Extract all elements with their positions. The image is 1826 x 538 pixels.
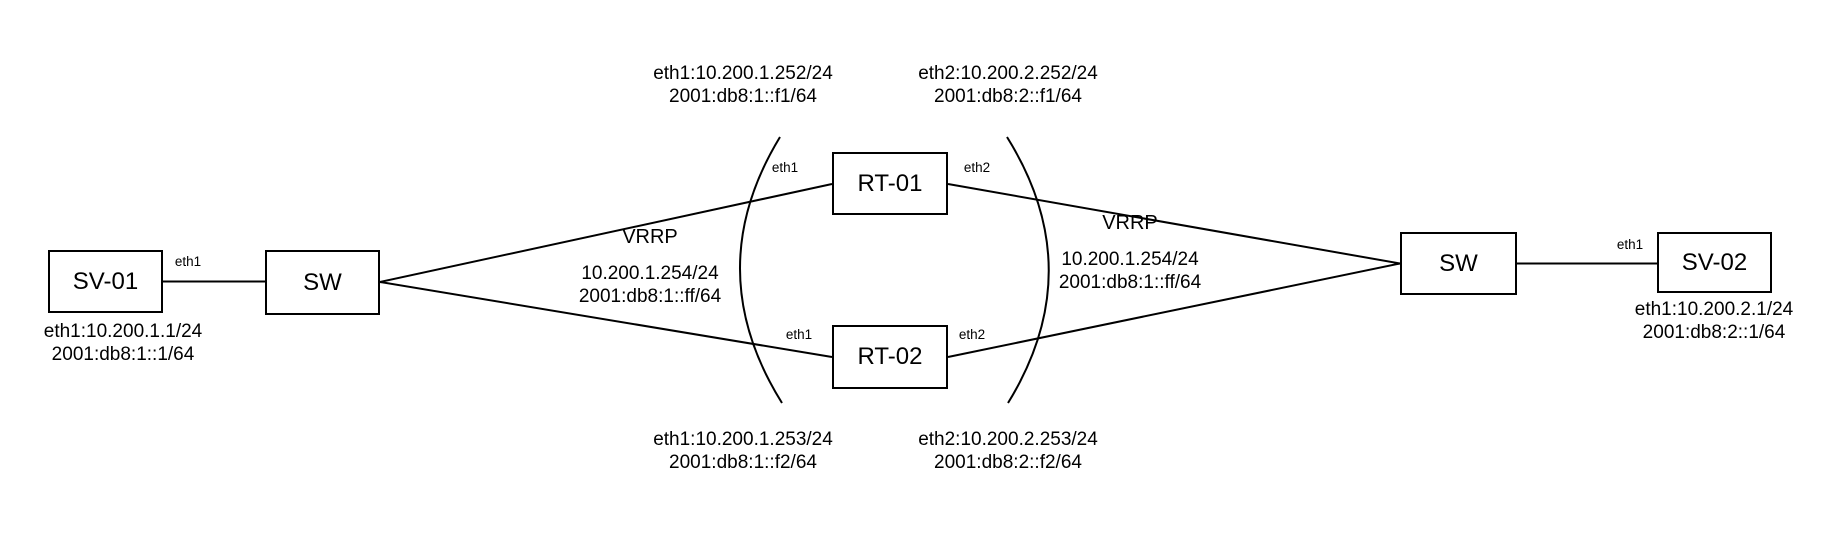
node-sv02: SV-02 <box>1657 232 1772 293</box>
port-label-rt01-eth1: eth1 <box>771 160 799 175</box>
node-rt01: RT-01 <box>832 152 948 215</box>
node-sv01: SV-01 <box>48 250 163 313</box>
link-rt02-sw-right <box>947 262 1401 358</box>
vrrp-annotation-right: VRRP 10.200.1.254/24 2001:db8:1::ff/64 <box>1059 211 1201 294</box>
node-sw-right-label: SW <box>1439 249 1478 277</box>
port-label-sv02-eth1: eth1 <box>1616 237 1644 252</box>
rt02-eth1-address: eth1:10.200.1.253/24 2001:db8:1::f2/64 <box>653 428 833 474</box>
rt02-eth1-ipv6: 2001:db8:1::f2/64 <box>669 452 817 473</box>
port-label-sv01-eth1: eth1 <box>174 254 202 269</box>
vrrp-group-arc-right <box>1006 136 1050 404</box>
vrrp-group-arc-left <box>739 136 783 404</box>
sv02-address: eth1:10.200.2.1/24 2001:db8:2::1/64 <box>1635 298 1793 344</box>
link-rt01-sw-right <box>947 183 1401 265</box>
sv01-ipv6: 2001:db8:1::1/64 <box>51 344 195 365</box>
vrrp-left-title: VRRP <box>622 226 678 248</box>
sv02-ipv6: 2001:db8:2::1/64 <box>1642 322 1786 343</box>
node-sw-right: SW <box>1400 232 1517 295</box>
rt02-eth2-ipv6: 2001:db8:2::f2/64 <box>934 452 1082 473</box>
node-rt02-label: RT-02 <box>857 343 923 370</box>
vrrp-right-ipv6: 2001:db8:1::ff/64 <box>1058 272 1202 293</box>
node-sv01-label: SV-01 <box>72 267 139 295</box>
node-sw-left: SW <box>265 250 380 315</box>
rt02-eth2-ipv4: eth2:10.200.2.253/24 <box>918 429 1098 450</box>
node-sv02-label: SV-02 <box>1681 248 1748 276</box>
vrrp-left-ipv4: 10.200.1.254/24 <box>581 263 719 284</box>
vrrp-right-ipv4: 10.200.1.254/24 <box>1061 249 1199 270</box>
sv01-address: eth1:10.200.1.1/24 2001:db8:1::1/64 <box>44 320 202 366</box>
port-label-rt02-eth2: eth2 <box>958 327 986 342</box>
rt01-eth1-address: eth1:10.200.1.252/24 2001:db8:1::f1/64 <box>653 62 833 108</box>
vrrp-left-ipv6: 2001:db8:1::ff/64 <box>578 286 722 307</box>
node-rt02: RT-02 <box>832 325 948 389</box>
vrrp-annotation-left: VRRP 10.200.1.254/24 2001:db8:1::ff/64 <box>579 225 721 308</box>
node-rt01-label: RT-01 <box>857 169 923 197</box>
port-label-rt01-eth2: eth2 <box>963 160 991 175</box>
rt01-eth1-ipv6: 2001:db8:1::f1/64 <box>669 86 817 107</box>
rt02-eth1-ipv4: eth1:10.200.1.253/24 <box>653 429 833 450</box>
rt01-eth2-address: eth2:10.200.2.252/24 2001:db8:2::f1/64 <box>918 62 1098 108</box>
sv01-ipv4: eth1:10.200.1.1/24 <box>43 321 203 342</box>
rt01-eth2-ipv4: eth2:10.200.2.252/24 <box>918 63 1098 84</box>
rt01-eth1-ipv4: eth1:10.200.1.252/24 <box>653 63 833 84</box>
port-label-rt02-eth1: eth1 <box>785 327 813 342</box>
node-sw-left-label: SW <box>303 268 342 296</box>
link-sw-left-rt01 <box>379 183 833 283</box>
link-sw-left-rt02 <box>379 281 833 358</box>
vrrp-right-title: VRRP <box>1102 212 1158 234</box>
sv02-ipv4: eth1:10.200.2.1/24 <box>1634 299 1794 320</box>
rt02-eth2-address: eth2:10.200.2.253/24 2001:db8:2::f2/64 <box>918 428 1098 474</box>
rt01-eth2-ipv6: 2001:db8:2::f1/64 <box>934 86 1082 107</box>
